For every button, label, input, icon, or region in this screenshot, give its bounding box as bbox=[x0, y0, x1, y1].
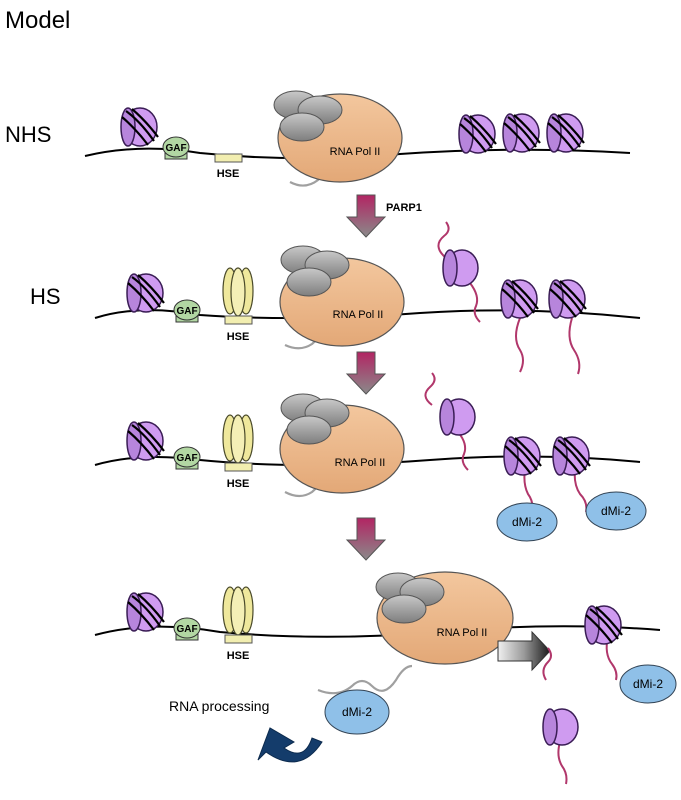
hse-element bbox=[224, 634, 253, 644]
hsf-trimer-icon bbox=[222, 414, 254, 464]
rna-pol-label: RNA Pol II bbox=[330, 146, 381, 158]
nucleosome-icon bbox=[551, 435, 592, 477]
transition-arrow-down bbox=[346, 517, 386, 561]
nucleosome-icon bbox=[499, 278, 540, 320]
nucleosome-icon bbox=[457, 113, 498, 155]
nucleosome-icon bbox=[501, 112, 542, 154]
rna-processing-label: RNA processing bbox=[169, 698, 269, 714]
transition-arrow-down bbox=[346, 194, 386, 238]
nucleosome-icon bbox=[583, 604, 624, 646]
row-dmi2-recruitment: GAF HSE RNA Pol II dMi-2 dMi-2 bbox=[94, 372, 647, 542]
rna-pol-label: RNA Pol II bbox=[437, 627, 488, 639]
gaf-factor: GAF bbox=[173, 446, 201, 470]
hse-label: HSE bbox=[217, 168, 240, 180]
nucleosome-icon bbox=[125, 420, 166, 462]
histone-tails bbox=[437, 221, 581, 375]
transition-arrow-down bbox=[346, 351, 386, 395]
gaf-label: GAF bbox=[176, 453, 197, 464]
gaf-factor: GAF bbox=[162, 136, 190, 160]
figure-title: Model bbox=[5, 7, 70, 34]
hse-element bbox=[224, 462, 253, 472]
dmi2-protein: dMi-2 bbox=[324, 689, 390, 735]
free-histone-octamer-icon bbox=[439, 398, 476, 436]
gaf-label: GAF bbox=[165, 143, 186, 154]
nucleosome-icon bbox=[125, 591, 166, 633]
hse-element bbox=[224, 315, 253, 325]
histone-tails bbox=[542, 635, 618, 785]
hs-label: HS bbox=[30, 284, 61, 309]
hse-label: HSE bbox=[227, 331, 250, 343]
curved-arrow-icon bbox=[257, 727, 323, 763]
row-hs: HS GAF HSE RNA Pol II bbox=[30, 221, 641, 375]
parp1-label: PARP1 bbox=[386, 202, 422, 214]
hsf-trimer-icon bbox=[222, 267, 254, 317]
nucleosome-icon bbox=[502, 435, 543, 477]
nucleosome-icon bbox=[545, 112, 586, 154]
gaf-factor: GAF bbox=[173, 299, 201, 323]
gaf-label: GAF bbox=[176, 306, 197, 317]
dmi2-protein: dMi-2 bbox=[619, 664, 677, 704]
free-histone-octamer-icon bbox=[542, 708, 579, 746]
gaf-factor: GAF bbox=[173, 617, 201, 641]
rna-pol-label: RNA Pol II bbox=[333, 309, 384, 321]
dmi2-label: dMi-2 bbox=[342, 705, 372, 719]
nucleosome-icon bbox=[119, 106, 160, 148]
row-elongation: GAF HSE RNA Pol II dMi-2 RNA processing … bbox=[94, 571, 677, 785]
nascent-transcript bbox=[317, 664, 413, 695]
nucleosome-icon bbox=[125, 272, 166, 314]
hse-label: HSE bbox=[227, 650, 250, 662]
hsf-trimer-icon bbox=[222, 586, 254, 636]
nucleosome-icon bbox=[547, 278, 588, 320]
dna-strand bbox=[94, 625, 661, 638]
dmi2-label: dMi-2 bbox=[512, 515, 542, 529]
nhs-label: NHS bbox=[5, 122, 51, 147]
free-histone-octamer-icon bbox=[442, 249, 479, 287]
row-nhs: NHS GAF HSE RNA Pol II bbox=[5, 90, 631, 187]
dmi2-label: dMi-2 bbox=[601, 504, 631, 518]
dmi2-label: dMi-2 bbox=[633, 677, 663, 691]
block-arrow-right-icon bbox=[497, 630, 551, 672]
gaf-label: GAF bbox=[176, 624, 197, 635]
rna-pol-label: RNA Pol II bbox=[335, 457, 386, 469]
hse-label: HSE bbox=[227, 478, 250, 490]
hse-element bbox=[214, 153, 243, 163]
dmi2-protein: dMi-2 bbox=[585, 491, 647, 531]
dmi2-protein: dMi-2 bbox=[496, 502, 558, 542]
